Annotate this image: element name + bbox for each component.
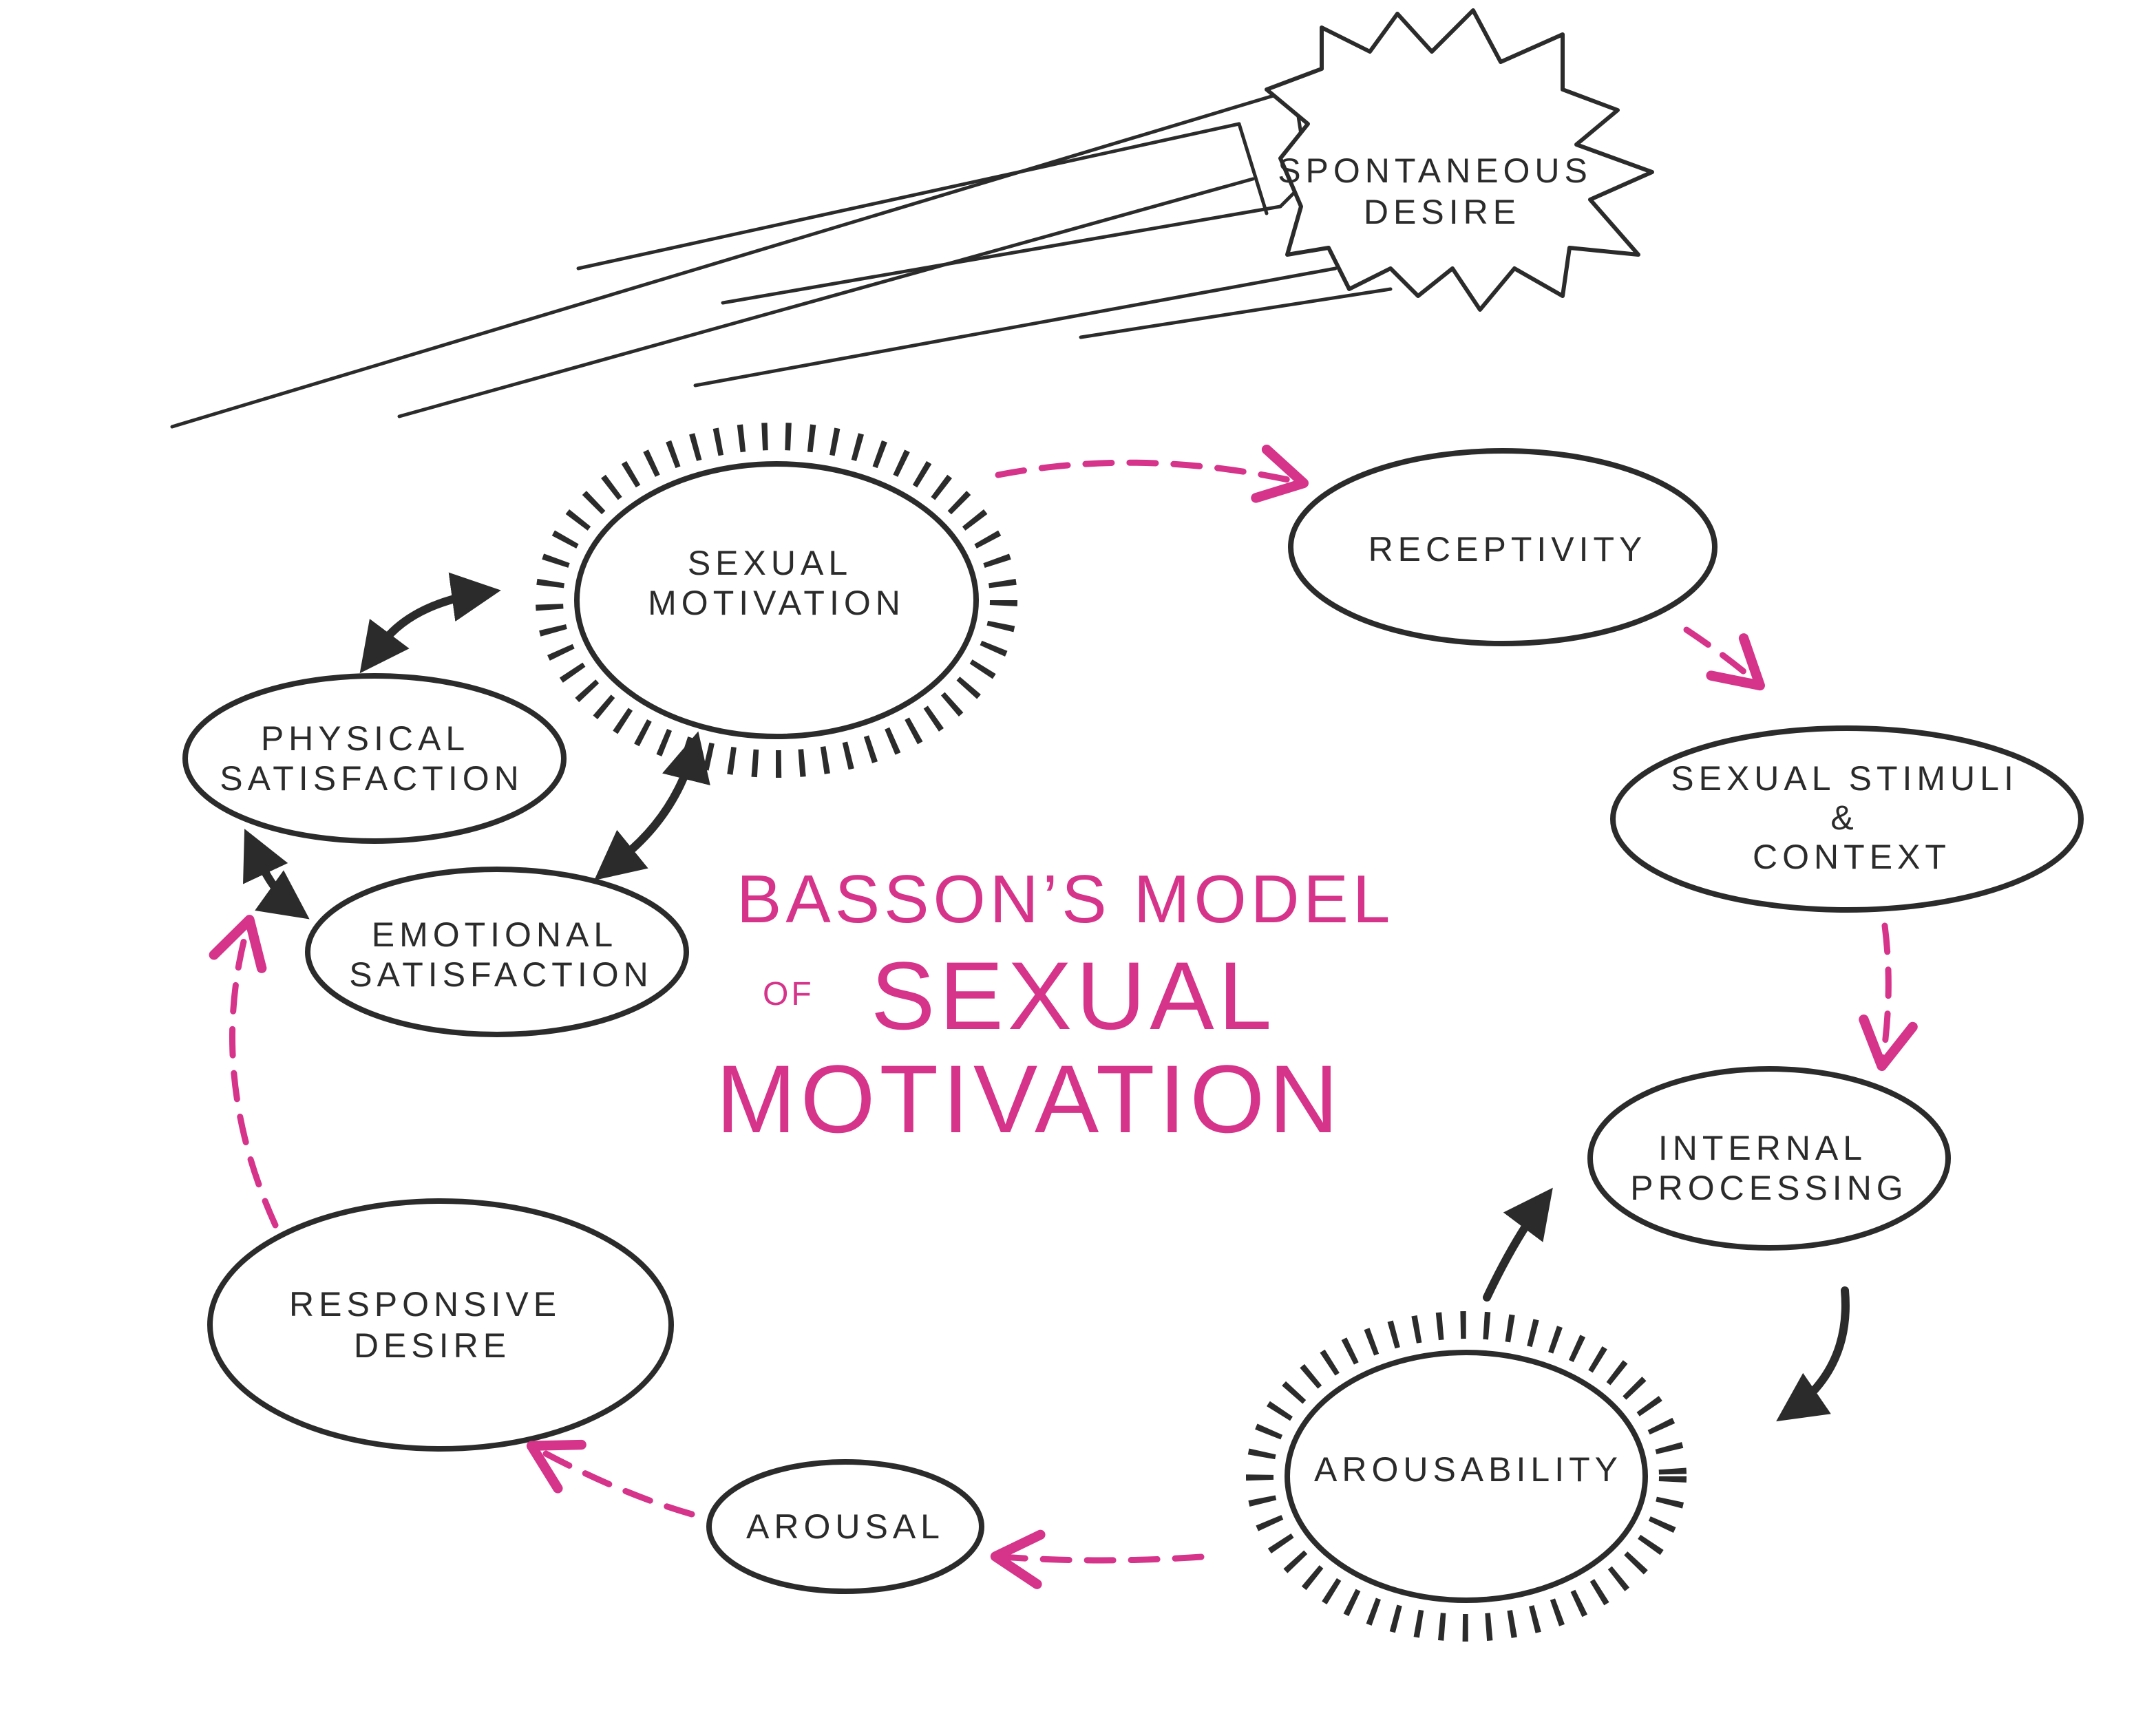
node-sexual-stimuli	[1610, 725, 2084, 913]
node-receptivity-label: RECEPTIVITY	[1368, 530, 1647, 569]
node-emotional-satisfaction-line2: SATISFACTION	[349, 955, 653, 994]
node-physical-satisfaction-line1: PHYSICAL	[261, 719, 468, 758]
svg-text:AROUSAL: AROUSAL	[746, 1507, 944, 1546]
svg-text:EMOTIONAL SATISFACTION: EMOTIONAL SATISFACTION	[349, 915, 653, 994]
sexual-motivation-ticks	[536, 423, 1017, 778]
arrow-arousability-to-arousal	[990, 1529, 1205, 1589]
arrow-responsive-to-emotional	[209, 915, 279, 1229]
node-sexual-stimuli-line3: CONTEXT	[1753, 838, 1951, 876]
arrow-motivation-emotional-link	[594, 731, 710, 881]
arrow-arousal-to-responsive	[526, 1439, 695, 1518]
node-responsive-desire-line2: DESIRE	[354, 1326, 511, 1365]
arousability-ticks	[1246, 1311, 1687, 1642]
svg-text:RESPONSIVE DESIRE: RESPONSIVE DESIRE	[289, 1285, 575, 1365]
arrow-receptivity-to-stimuli	[1683, 626, 1765, 691]
node-arousability	[1285, 1350, 1648, 1603]
node-internal-processing	[1587, 1066, 1951, 1251]
node-sexual-stimuli-line1: SEXUAL STIMULI	[1671, 759, 2018, 798]
arrow-motivation-to-receptivity	[995, 444, 1309, 503]
node-sexual-stimuli-line2: &	[1830, 798, 1858, 837]
node-sexual-motivation-line1: SEXUAL	[688, 544, 851, 582]
node-physical-satisfaction-line2: SATISFACTION	[220, 759, 523, 798]
node-responsive-desire-line1: RESPONSIVE	[289, 1285, 561, 1324]
node-sexual-motivation	[574, 461, 979, 739]
svg-text:SEXUAL STIMULI & CONTE: SEXUAL STIMULI & CONTEXT	[1671, 759, 2033, 876]
node-arousal-label: AROUSAL	[746, 1507, 944, 1546]
arrow-physical-emotional-link	[243, 829, 310, 920]
node-spontaneous-desire-line2: DESIRE	[1364, 193, 1521, 231]
arrow-arousability-to-processing	[1483, 1187, 1553, 1302]
arrow-motivation-physical-link	[359, 572, 501, 674]
svg-text:PHYSICAL SATISFACTION: PHYSICAL SATISFACTION	[220, 719, 523, 798]
svg-text:SEXUAL MOTIVATION: SEXUAL MOTIVATION	[648, 544, 905, 622]
node-internal-processing-line2: PROCESSING	[1630, 1169, 1907, 1207]
arrow-stimuli-to-processing	[1859, 922, 1918, 1072]
title-line3: MOTIVATION	[716, 1045, 1342, 1153]
node-arousability-label: AROUSABILITY	[1314, 1450, 1623, 1489]
comet-streaks	[170, 87, 1393, 429]
node-arousal	[706, 1459, 984, 1594]
title-line2: SEXUAL	[871, 942, 1276, 1050]
node-emotional-satisfaction	[305, 867, 689, 1037]
node-spontaneous-desire-line1: SPONTANEOUS	[1278, 151, 1592, 190]
spontaneous-desire-burst	[1265, 8, 1654, 312]
node-responsive-desire	[207, 1198, 674, 1452]
node-internal-processing-line1: INTERNAL	[1658, 1129, 1866, 1167]
node-emotional-satisfaction-line1: EMOTIONAL	[372, 915, 617, 954]
node-receptivity	[1288, 448, 1718, 646]
svg-text:RECEPTIVITY: RECEPTIVITY	[1368, 530, 1647, 569]
title-line1: BASSON’S MODEL	[737, 861, 1394, 937]
node-sexual-motivation-line2: MOTIVATION	[648, 584, 905, 622]
svg-text:SPONTANEOUS DESIRE: SPONTANEOUS DESIRE	[1278, 151, 1607, 231]
arrow-processing-to-arousability	[1776, 1286, 1850, 1422]
node-physical-satisfaction	[182, 673, 567, 844]
svg-text:INTERNAL PROCESSING: INTERNAL PROCESSING	[1630, 1129, 1907, 1207]
svg-text:AROUSABILITY: AROUSABILITY	[1314, 1450, 1623, 1489]
title-of: OF	[763, 976, 814, 1012]
